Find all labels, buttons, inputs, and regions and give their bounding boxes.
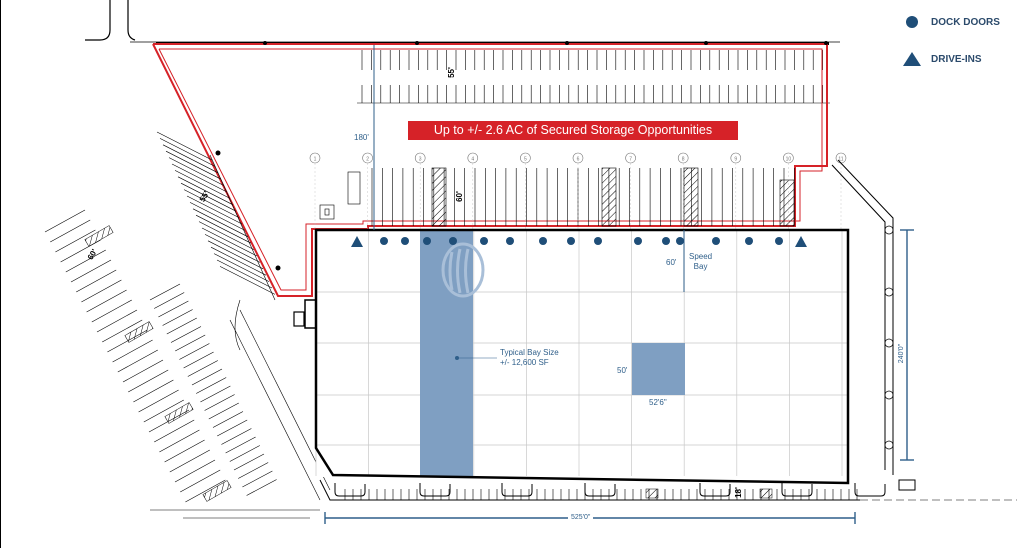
bottom-edge: [319, 479, 1017, 501]
legend-drive-ins-label: DRIVE-INS: [931, 53, 982, 65]
bay-height-label: 50': [617, 366, 628, 375]
building-width-label: 525'0": [568, 514, 594, 521]
secured-storage-boundary: [152, 43, 828, 297]
dock-door-marker: [380, 237, 388, 245]
secured-storage-banner: Up to +/- 2.6 AC of Secured Storage Oppo…: [408, 121, 738, 140]
bay-size-block: [632, 343, 685, 395]
road-curve: [85, 0, 136, 41]
legend-dock-doors-label: DOCK DOORS: [931, 16, 1000, 28]
dock-door-marker: [662, 237, 670, 245]
bottom-dim-label: 18': [733, 487, 743, 498]
drive-in-marker: [795, 236, 807, 247]
speed-bay-depth-label: 60': [666, 258, 677, 267]
truck-court: [319, 167, 795, 227]
watermark-logo: [441, 242, 485, 298]
legend-dock-doors: DOCK DOORS: [906, 16, 1000, 28]
building-depth-label: 240'0": [898, 343, 906, 364]
column-grid-label: 10: [786, 157, 792, 163]
triangle-icon: [903, 52, 921, 66]
typical-bay-label-1: Typical Bay Size: [500, 348, 559, 357]
dock-door-marker: [745, 237, 753, 245]
column-grid-label: 4: [471, 157, 474, 163]
column-grid-label: 5: [524, 157, 527, 163]
right-column-markers: [884, 225, 894, 450]
column-grid-label: 8: [682, 157, 685, 163]
dock-door-marker: [401, 237, 409, 245]
drive-in-markers: [351, 236, 807, 247]
column-grid-label: 9: [734, 157, 737, 163]
dock-door-marker: [634, 237, 642, 245]
dock-door-marker: [449, 237, 457, 245]
fence-posts: [215, 41, 828, 271]
column-grid-label: 2: [366, 157, 369, 163]
court-depth-label: 180': [354, 133, 369, 142]
dock-door-marker: [506, 237, 514, 245]
left-parking: [44, 131, 331, 519]
dock-door-markers: [380, 237, 783, 245]
drive-in-marker: [351, 236, 363, 247]
top-parking-lot: [130, 41, 840, 104]
dock-door-marker: [775, 237, 783, 245]
dock-door-marker: [539, 237, 547, 245]
dock-door-marker: [480, 237, 488, 245]
dock-door-marker: [712, 237, 720, 245]
parking-depth-label: 55': [446, 67, 456, 78]
typical-bay-label-2: +/- 12,600 SF: [500, 358, 549, 367]
dock-door-marker: [594, 237, 602, 245]
dock-door-marker: [567, 237, 575, 245]
dock-door-marker: [676, 237, 684, 245]
building: [293, 45, 850, 485]
dock-door-marker: [423, 237, 431, 245]
bay-width-label: 52'6": [649, 398, 667, 407]
speed-bay-label: Speed Bay: [689, 252, 713, 271]
column-grid-label: 7: [629, 157, 632, 163]
column-grid-markers: 1 2 3 4 5 6 7 8 9 10 11: [309, 152, 847, 230]
column-grid-label: 3: [419, 157, 422, 163]
circle-icon: [906, 16, 918, 28]
column-grid-label: 11: [838, 157, 843, 163]
legend-drive-ins: DRIVE-INS: [903, 52, 982, 66]
left-islands: [84, 225, 232, 502]
column-grid-label: 1: [314, 157, 317, 163]
truck-court-label: 60': [454, 191, 464, 202]
column-grid-label: 6: [577, 157, 580, 163]
